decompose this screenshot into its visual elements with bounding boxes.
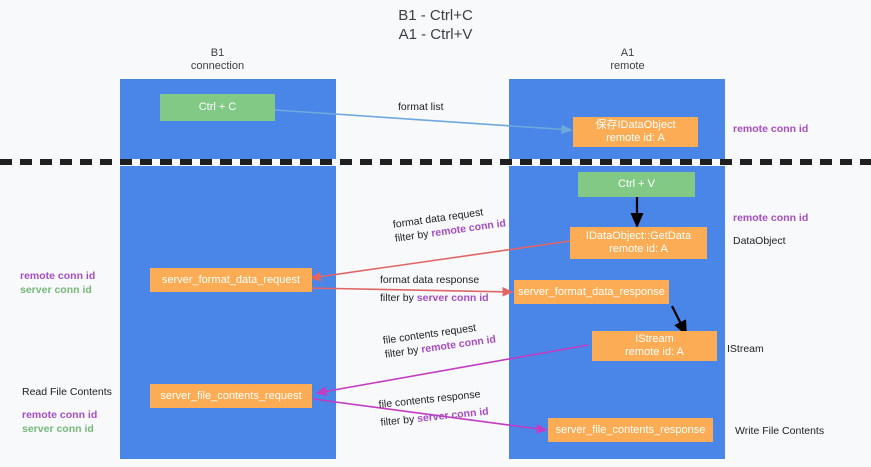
- edge-label-format-list: format list: [398, 100, 444, 114]
- lane-b1-bottom: [120, 166, 336, 459]
- node-server-format-data-request[interactable]: server_format_data_request: [150, 268, 312, 292]
- edge-label-line1: format data response: [380, 274, 480, 286]
- edge-label-line2-prefix: filter by: [384, 343, 423, 361]
- edge-label-line2-highlight: server conn id: [416, 405, 490, 425]
- node-server-file-contents-response[interactable]: server_file_contents_response: [548, 418, 713, 442]
- diagram-title: B1 - Ctrl+C A1 - Ctrl+V: [398, 7, 473, 43]
- note-left-read: Read File Contents remote conn id server…: [22, 385, 112, 436]
- note-remote-conn-id: remote conn id: [20, 270, 96, 282]
- node-ctrl-v[interactable]: Ctrl + V: [578, 172, 695, 197]
- note-write-file-contents: Write File Contents: [735, 425, 825, 437]
- edge-label-format-data-response: format data response filter by server co…: [380, 273, 489, 305]
- note-right-top: remote conn id: [733, 122, 808, 136]
- note-right-istream: IStream: [727, 342, 764, 356]
- column-header-b1: B1 connection: [190, 47, 245, 72]
- edge-label-line2: filter by server conn id: [380, 291, 489, 305]
- note-remote-conn-id: remote conn id: [22, 409, 98, 421]
- edge-label-line2-prefix: filter by: [394, 227, 433, 245]
- edge-label-line1: format list: [398, 101, 444, 113]
- note-remote-conn-id: remote conn id: [733, 123, 809, 135]
- edge-label-line2-prefix: filter by: [380, 292, 417, 304]
- note-remote-conn-id: remote conn id: [733, 212, 809, 224]
- note-read-file-contents: Read File Contents: [22, 386, 112, 398]
- note-server-conn-id: server conn id: [22, 423, 94, 435]
- note-dataobject: DataObject: [733, 235, 786, 247]
- note-istream: IStream: [727, 343, 764, 355]
- note-right-middle: remote conn id DataObject: [733, 211, 808, 248]
- edge-label-format-data-request: format data request filter by remote con…: [392, 202, 507, 245]
- node-server-format-data-response[interactable]: server_format_data_response: [514, 280, 669, 304]
- edge-label-file-contents-request: file contents request filter by remote c…: [382, 318, 497, 361]
- node-ctrl-c[interactable]: Ctrl + C: [160, 94, 275, 121]
- column-header-a1: A1 remote: [610, 47, 645, 72]
- note-left-format: remote conn id server conn id: [20, 269, 95, 297]
- note-right-write: Write File Contents: [735, 424, 824, 438]
- edge-label-line2-highlight: server conn id: [416, 292, 489, 304]
- edge-label-file-contents-response: file contents response filter by server …: [378, 387, 489, 430]
- node-idataobject-getdata[interactable]: IDataObject::GetData remote id: A: [570, 227, 707, 259]
- lane-a1-bottom: [509, 166, 725, 459]
- node-save-idataobject[interactable]: 保存IDataObject remote id: A: [573, 117, 698, 147]
- node-istream[interactable]: IStream remote id: A: [592, 331, 717, 361]
- node-server-file-contents-request[interactable]: server_file_contents_request: [150, 384, 312, 408]
- edge-label-line2-prefix: filter by: [379, 413, 418, 429]
- note-server-conn-id: server conn id: [20, 284, 92, 296]
